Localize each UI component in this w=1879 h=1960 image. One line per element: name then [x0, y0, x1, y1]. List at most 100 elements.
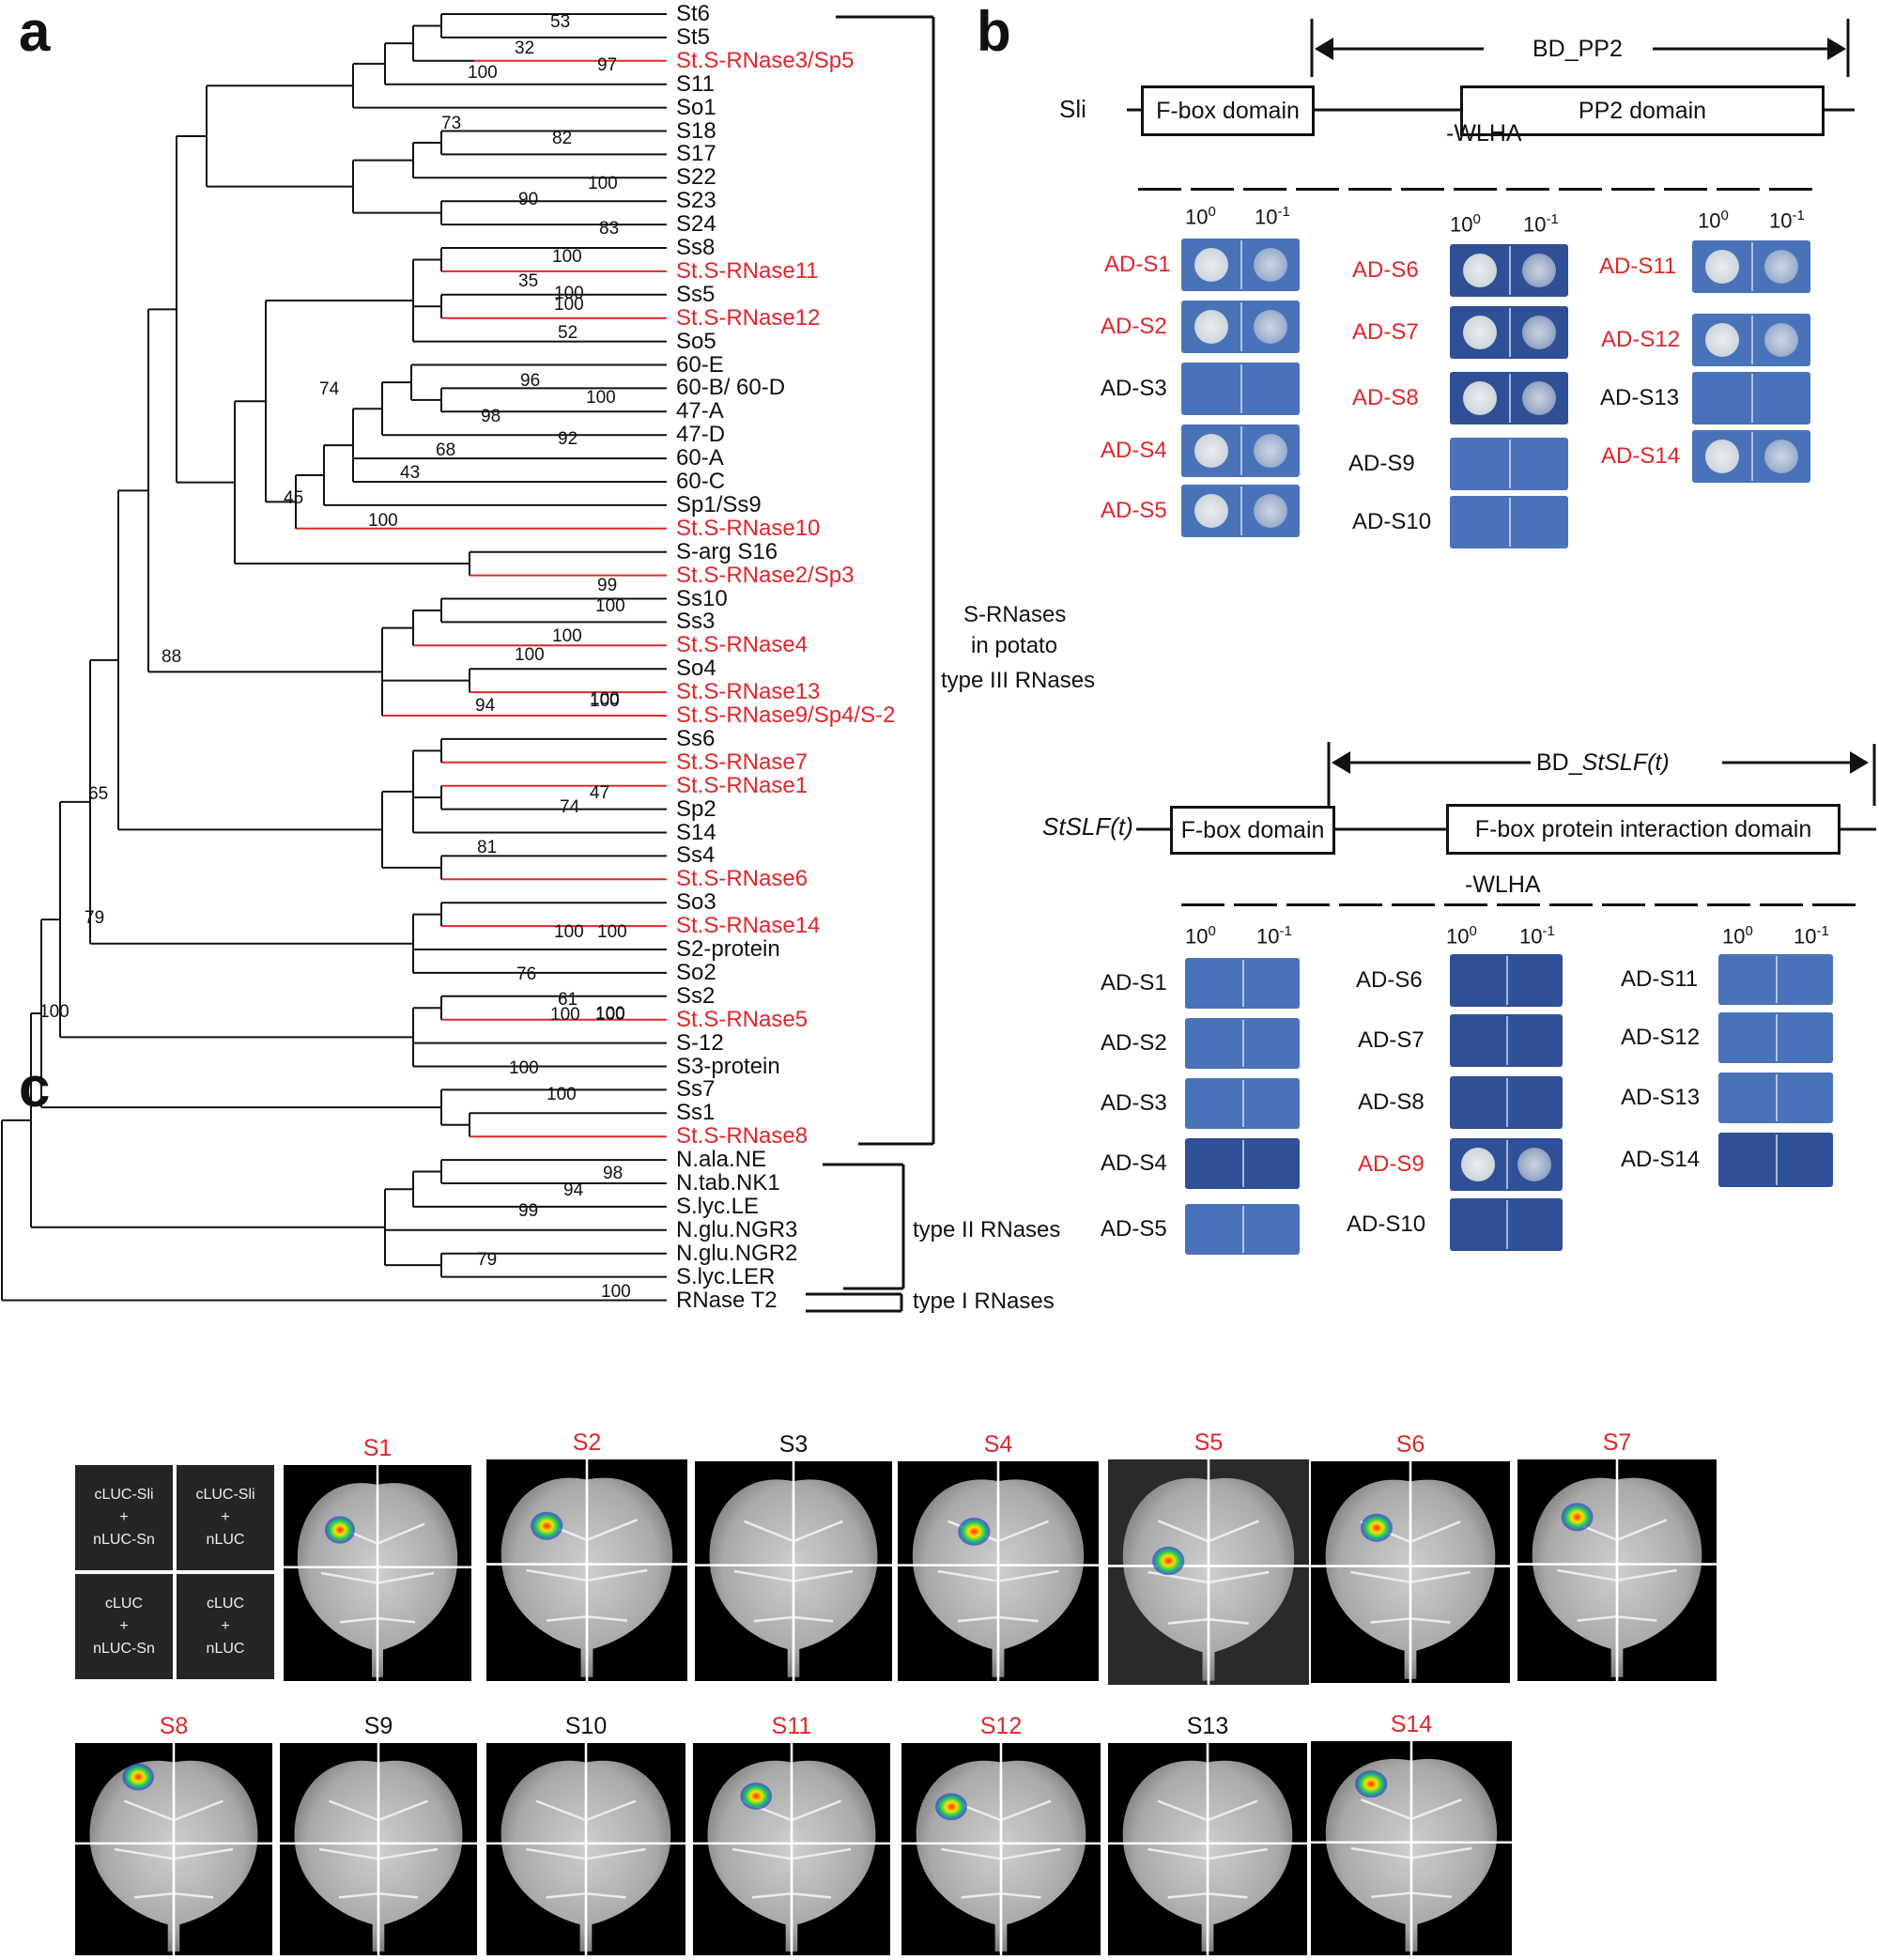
dilution-exponent: -1	[1279, 923, 1292, 939]
ad-label-s7: AD-S7	[1358, 1027, 1425, 1053]
bootstrap-value: 100	[554, 922, 584, 942]
dash-segment	[1296, 188, 1339, 191]
yeast-colony-diluted	[1253, 310, 1287, 344]
bootstrap-value: 99	[518, 1201, 539, 1221]
tree-tip-label: S.lyc.LE	[676, 1193, 760, 1219]
leaf-shape	[486, 1459, 687, 1681]
ad-label-s12: AD-S12	[1621, 1025, 1701, 1050]
ad-label-s9: AD-S9	[1358, 1151, 1425, 1177]
tree-tip-label: S14	[676, 819, 716, 845]
dash-segment	[1602, 903, 1645, 906]
luciferase-signal	[740, 1783, 772, 1810]
leaf-label-s2: S2	[572, 1429, 602, 1456]
legend-cell-4: cLUC + nLUC	[177, 1574, 274, 1679]
leaf-label-s8: S8	[159, 1713, 189, 1739]
tree-tip-label: St.S-RNase3/Sp5	[676, 47, 855, 73]
y2h-plate-s6	[1450, 244, 1568, 297]
ad-label-s13: AD-S13	[1621, 1085, 1701, 1110]
quadrant-crosshair	[695, 1461, 892, 1681]
leaf-image	[901, 1743, 1101, 1955]
plate-divider	[1509, 246, 1511, 295]
plate-divider	[1240, 486, 1242, 535]
bootstrap-value: 100	[595, 1004, 625, 1024]
bootstrap-value: 74	[560, 797, 580, 817]
tree-tip-label: Ss5	[676, 281, 716, 307]
plate-divider	[1776, 1134, 1778, 1185]
leaf-image	[1311, 1461, 1510, 1683]
leaf-image	[1517, 1459, 1717, 1681]
bootstrap-value: 100	[39, 1002, 69, 1022]
leaf-shape	[695, 1461, 892, 1681]
leaf-shape	[284, 1465, 471, 1681]
tree-tip-label: St.S-RNase10	[676, 515, 821, 541]
tree-tip-label: St.S-RNase11	[676, 257, 819, 284]
y2h-plate-s5	[1185, 1204, 1300, 1255]
ad-label-s12: AD-S12	[1601, 327, 1681, 352]
dash-segment	[1234, 903, 1277, 906]
leaf-image	[75, 1743, 272, 1955]
ad-label-s6: AD-S6	[1352, 257, 1419, 283]
dilution-base: 10	[1523, 212, 1547, 237]
leaf-label-s1: S1	[362, 1435, 393, 1461]
tree-tip-label: 60-A	[676, 445, 724, 471]
quadrant-crosshair	[898, 1461, 1099, 1681]
plate-divider	[1506, 1078, 1508, 1127]
dash-segment	[1497, 903, 1540, 906]
plate-divider	[1506, 1016, 1508, 1065]
dash-segment	[1138, 188, 1181, 191]
pp2-domain-box: PP2 domain	[1460, 85, 1825, 136]
dilution-label: 100	[1722, 924, 1753, 947]
ad-label-s14: AD-S14	[1621, 1147, 1701, 1172]
bootstrap-value: 52	[558, 323, 578, 343]
dilution-exponent: -1	[1542, 923, 1555, 939]
dilution-base: 10	[1256, 924, 1280, 949]
yeast-colony-diluted	[1763, 323, 1798, 357]
plate-divider	[1240, 364, 1242, 413]
ad-label-s3: AD-S3	[1101, 1090, 1167, 1116]
bootstrap-value: 94	[563, 1181, 584, 1200]
medium-label-bottom: -WLHA	[1465, 872, 1541, 898]
yeast-colony-undiluted	[1194, 434, 1228, 468]
yeast-colony-undiluted	[1194, 494, 1228, 528]
bootstrap-value: 100	[595, 596, 625, 616]
leaf-label-s3: S3	[778, 1431, 809, 1458]
bootstrap-value: 74	[319, 379, 340, 399]
plate-divider	[1509, 308, 1511, 357]
bootstrap-value: 100	[515, 645, 545, 665]
tree-tip-label: 60-C	[676, 469, 726, 494]
quadrant-crosshair	[280, 1743, 477, 1955]
leaf-shape	[901, 1743, 1101, 1955]
plate-divider	[1509, 374, 1511, 423]
dash-segment	[1348, 188, 1392, 191]
plate-divider	[1751, 374, 1753, 423]
plate-divider	[1240, 302, 1242, 351]
dilution-exponent: 0	[1208, 923, 1216, 939]
yeast-colony-diluted	[1517, 1148, 1551, 1181]
luciferase-signal	[1361, 1513, 1393, 1542]
dilution-exponent: 0	[1208, 204, 1216, 220]
tree-tip-label: St.S-RNase9/Sp4/S-2	[676, 702, 896, 728]
bootstrap-value: 32	[515, 39, 535, 58]
bootstrap-value: 98	[603, 1164, 624, 1183]
dilution-label: 10-1	[1794, 924, 1829, 947]
bootstrap-value: 100	[552, 626, 582, 646]
dilution-base: 10	[1794, 924, 1817, 949]
dash-segment	[1812, 903, 1856, 906]
leaf-label-s6: S6	[1395, 1431, 1425, 1458]
dilution-label: 100	[1450, 212, 1481, 235]
quadrant-crosshair	[693, 1743, 890, 1955]
y2h-plate-s2	[1181, 301, 1300, 353]
bootstrap-value: 79	[477, 1250, 498, 1270]
tree-tip-label: St.S-RNase12	[676, 304, 821, 331]
tree-tip-label: Ss10	[676, 585, 728, 611]
dash-segment	[1549, 903, 1593, 906]
tree-tip-label: So3	[676, 889, 716, 916]
plate-divider	[1776, 1014, 1778, 1061]
ad-label-s10: AD-S10	[1347, 1211, 1426, 1237]
bootstrap-value: 99	[597, 576, 618, 595]
tree-tip-label: S3-protein	[676, 1053, 780, 1079]
dash-segment	[1769, 188, 1812, 191]
dilution-exponent: -1	[1816, 923, 1829, 939]
bootstrap-value: 100	[586, 388, 616, 408]
y2h-plate-s13	[1692, 372, 1810, 424]
